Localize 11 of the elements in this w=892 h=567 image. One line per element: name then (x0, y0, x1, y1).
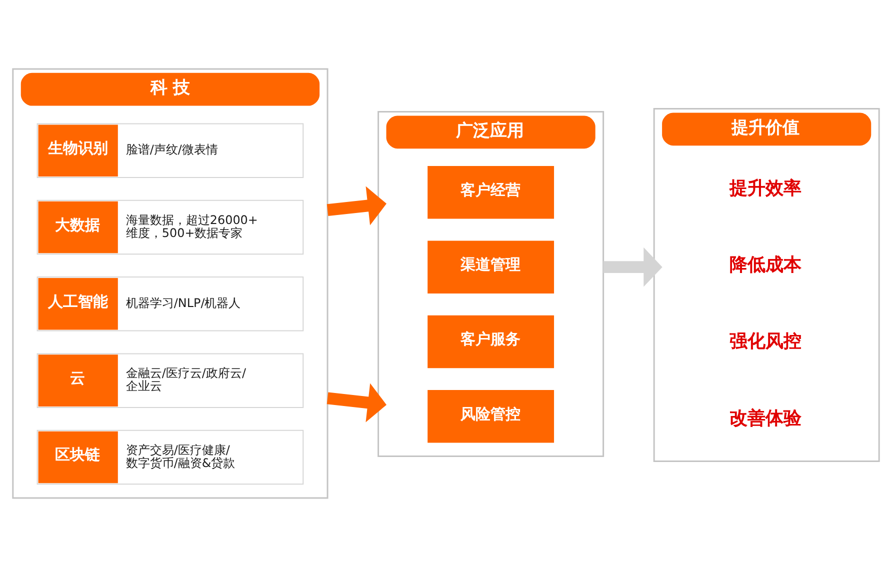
node-box: 渠道管理 (428, 240, 554, 294)
node-text: 降低成本 (730, 254, 802, 276)
node-text: 强化风控 (730, 331, 802, 352)
arrow (326, 383, 386, 422)
node-box: 风险管控 (428, 390, 554, 443)
node-box: 客户经营 (428, 166, 554, 219)
arrow (326, 186, 386, 226)
node-box: 客户服务 (428, 315, 554, 368)
node-text: 提升效率 (730, 178, 802, 199)
arrow (603, 247, 662, 287)
node-text: 改善体验 (730, 408, 802, 429)
